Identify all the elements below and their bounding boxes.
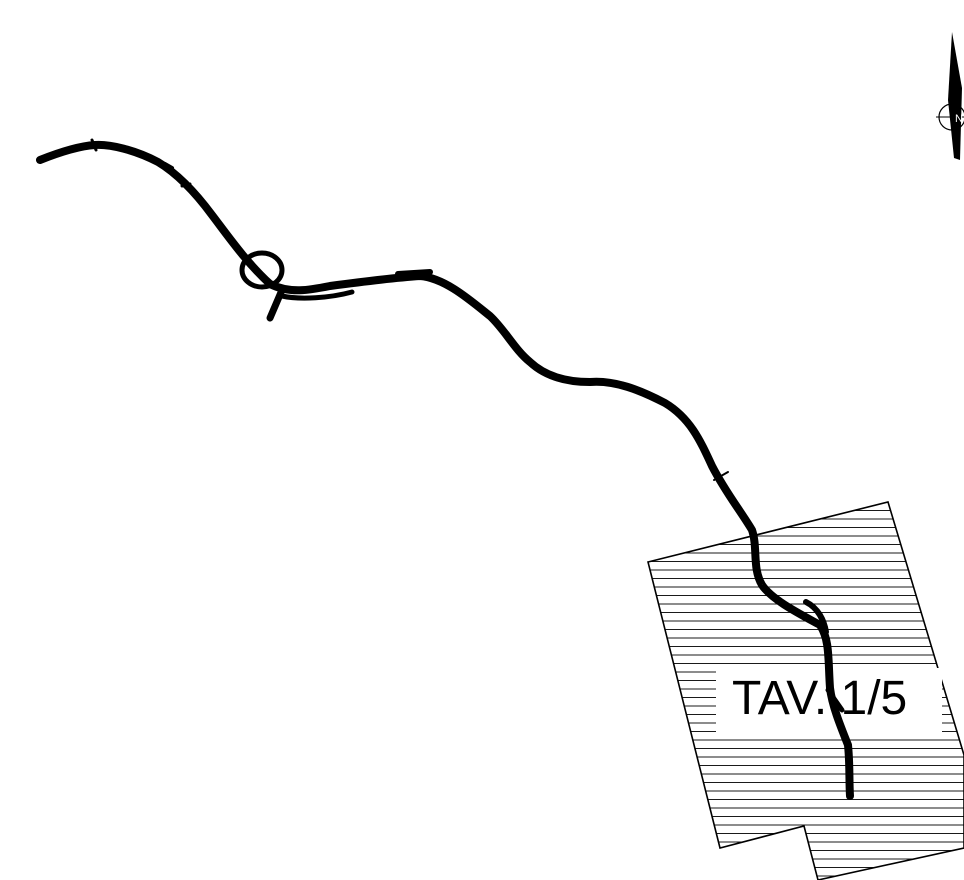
north-arrow-icon: N (936, 32, 964, 160)
north-arrow-letter: N (955, 113, 963, 125)
sheet-label-text: TAV. 1/5 (732, 672, 907, 725)
route-line (36, 138, 854, 800)
